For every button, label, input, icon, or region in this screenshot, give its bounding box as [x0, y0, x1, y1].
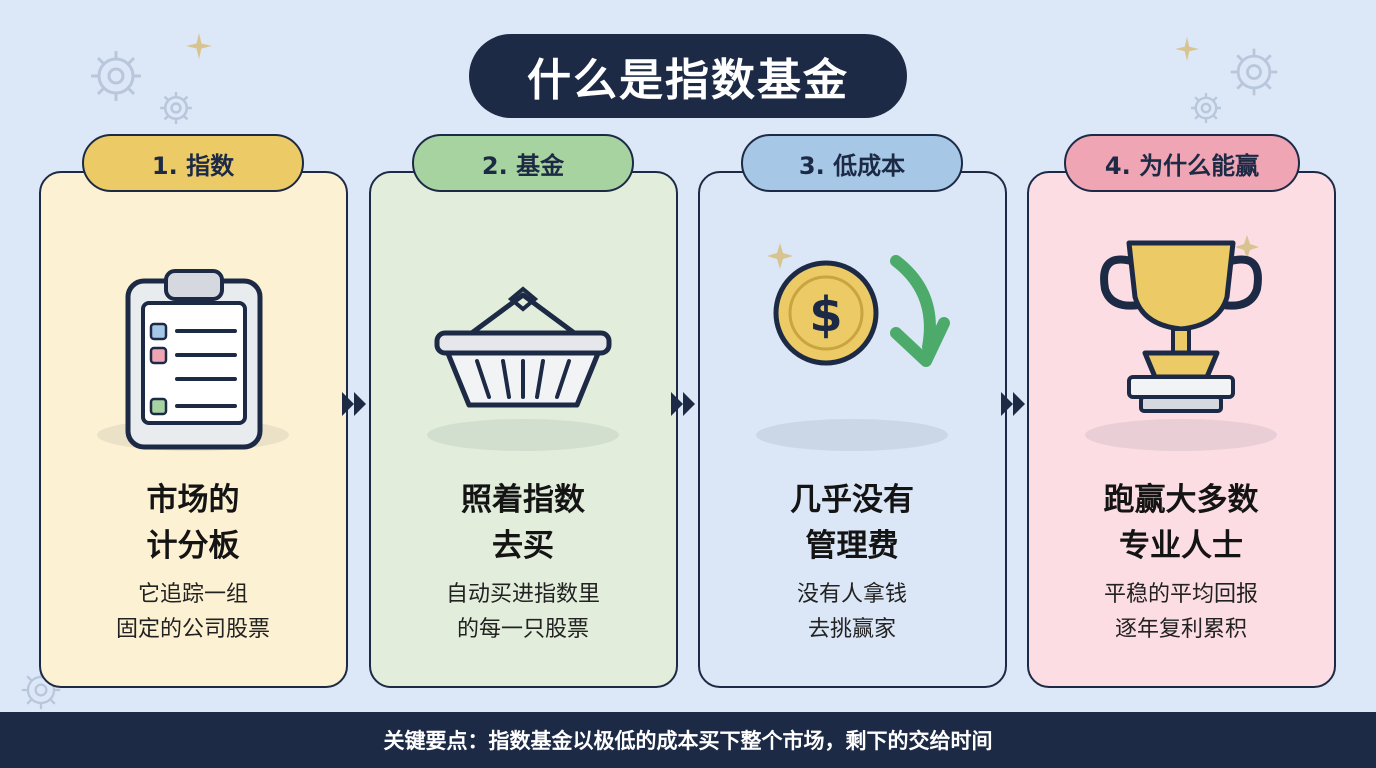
page-title: 什么是指数基金 — [469, 34, 907, 118]
card-tab-fund: 2. 基金 — [412, 134, 634, 192]
key-takeaway-banner: 关键要点：指数基金以极低的成本买下整个市场，剩下的交给时间 — [0, 712, 1376, 768]
description-line: 没有人拿钱 — [796, 582, 907, 607]
card-index: 市场的 计分板 它追踪一组 固定的公司股票 — [39, 171, 348, 688]
card-tab-index: 1. 指数 — [82, 134, 304, 192]
description-line: 平稳的平均回报 — [1103, 582, 1258, 607]
headline-line: 照着指数 — [461, 482, 585, 518]
headline-line: 去买 — [492, 528, 554, 564]
sparkle-icon — [1175, 37, 1199, 61]
description-line: 逐年复利累积 — [1114, 617, 1247, 642]
card-headline: 跑赢大多数 专业人士 — [1029, 477, 1333, 569]
card-low-cost: $ 几乎没有 管理费 没有人拿钱 去挑赢家 — [698, 171, 1007, 688]
sparkle-icon — [186, 33, 212, 59]
clipboard-icon — [97, 269, 289, 451]
svg-text:$: $ — [809, 287, 842, 343]
card-tab-why-win: 4. 为什么能赢 — [1064, 134, 1300, 192]
headline-line: 市场的 — [146, 482, 240, 518]
gear-icon — [1191, 93, 1221, 123]
double-chevron-right-icon — [1001, 392, 1025, 416]
card-description: 它追踪一组 固定的公司股票 — [41, 577, 345, 647]
headline-line: 几乎没有 — [790, 482, 914, 518]
double-chevron-right-icon — [671, 392, 695, 416]
description-line: 去挑赢家 — [807, 617, 896, 642]
card-headline: 市场的 计分板 — [41, 477, 345, 569]
card-description: 自动买进指数里 的每一只股票 — [371, 577, 675, 647]
double-chevron-right-icon — [342, 392, 366, 416]
gear-icon — [1230, 48, 1278, 96]
card-description: 没有人拿钱 去挑赢家 — [700, 577, 1004, 647]
card-tab-low-cost: 3. 低成本 — [741, 134, 963, 192]
basket-icon — [427, 286, 619, 451]
description-line: 它追踪一组 — [137, 582, 248, 607]
headline-line: 跑赢大多数 — [1103, 482, 1259, 518]
description-line: 的每一只股票 — [456, 617, 589, 642]
gear-icon — [160, 92, 192, 124]
headline-line: 计分板 — [146, 528, 240, 564]
headline-line: 专业人士 — [1119, 528, 1243, 564]
trophy-icon — [1085, 235, 1277, 451]
gear-icon — [91, 51, 141, 101]
card-headline: 照着指数 去买 — [371, 477, 675, 569]
card-fund: 照着指数 去买 自动买进指数里 的每一只股票 — [369, 171, 678, 688]
headline-line: 管理费 — [805, 528, 899, 564]
dollar-coin-down-arrow-icon: $ — [756, 243, 950, 451]
card-description: 平稳的平均回报 逐年复利累积 — [1029, 577, 1333, 647]
card-headline: 几乎没有 管理费 — [700, 477, 1004, 569]
description-line: 自动买进指数里 — [445, 582, 600, 607]
card-why-win: 跑赢大多数 专业人士 平稳的平均回报 逐年复利累积 — [1027, 171, 1336, 688]
description-line: 固定的公司股票 — [115, 617, 270, 642]
